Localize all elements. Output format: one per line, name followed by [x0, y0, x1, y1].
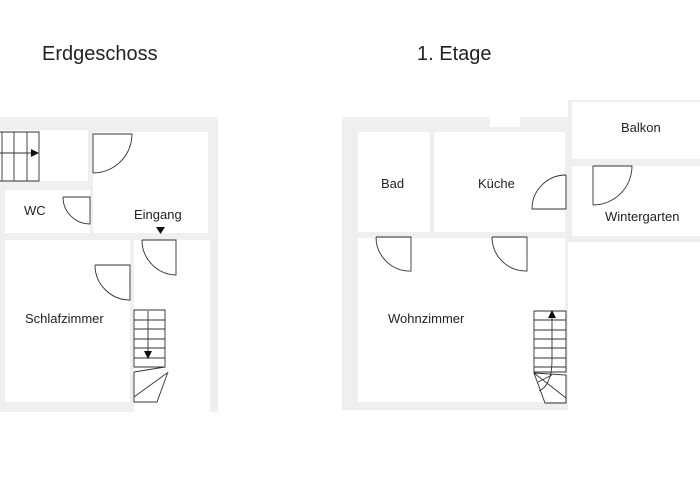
room-label-eingang: Eingang [134, 207, 182, 222]
door-wc [62, 196, 91, 225]
room-label-schlafzimmer: Schlafzimmer [25, 311, 104, 326]
room-wohnzimmer [358, 238, 565, 402]
door [92, 133, 133, 174]
floor-title: 1. Etage [417, 43, 492, 65]
room-label-wc: WC [24, 203, 46, 218]
door-bad [375, 236, 412, 272]
room-hall [93, 132, 208, 233]
window-gap [490, 117, 520, 127]
room-wintergarten [572, 166, 700, 236]
room-corridor [134, 240, 210, 412]
door-kueche-wintergarten [531, 174, 567, 210]
floor-plan-1-etage: 1. Etage Bad Küche Balkon Wintergarten W… [342, 43, 700, 410]
stairs [533, 310, 567, 404]
room-label-balkon: Balkon [621, 120, 661, 135]
stairs-top [0, 131, 40, 182]
room-kueche [434, 132, 565, 232]
room-wc [5, 190, 90, 233]
room-label-wintergarten: Wintergarten [605, 209, 679, 224]
room-schlafzimmer [5, 240, 130, 402]
stairs-arrow-icon [548, 310, 556, 318]
triangle-down-icon [156, 227, 165, 234]
room-label-wohnzimmer: Wohnzimmer [388, 311, 465, 326]
room-balkon [572, 102, 700, 159]
door-wintergarten [592, 165, 633, 206]
door-schlafzimmer [94, 264, 131, 301]
door-eingang [141, 239, 177, 276]
stairs-arrow-icon [144, 351, 152, 359]
floor-plan-erdgeschoss: Erdgeschoss WC Eingang Schlafzimmer [0, 43, 218, 412]
room-bad [358, 132, 430, 232]
door-kueche [491, 236, 528, 272]
stairs-arrow-icon [31, 149, 39, 157]
room-label-kueche: Küche [478, 176, 515, 191]
floor-title: Erdgeschoss [42, 43, 158, 65]
stairs-bottom [133, 309, 169, 403]
room-stairwell [0, 130, 88, 181]
room-label-bad: Bad [381, 176, 404, 191]
